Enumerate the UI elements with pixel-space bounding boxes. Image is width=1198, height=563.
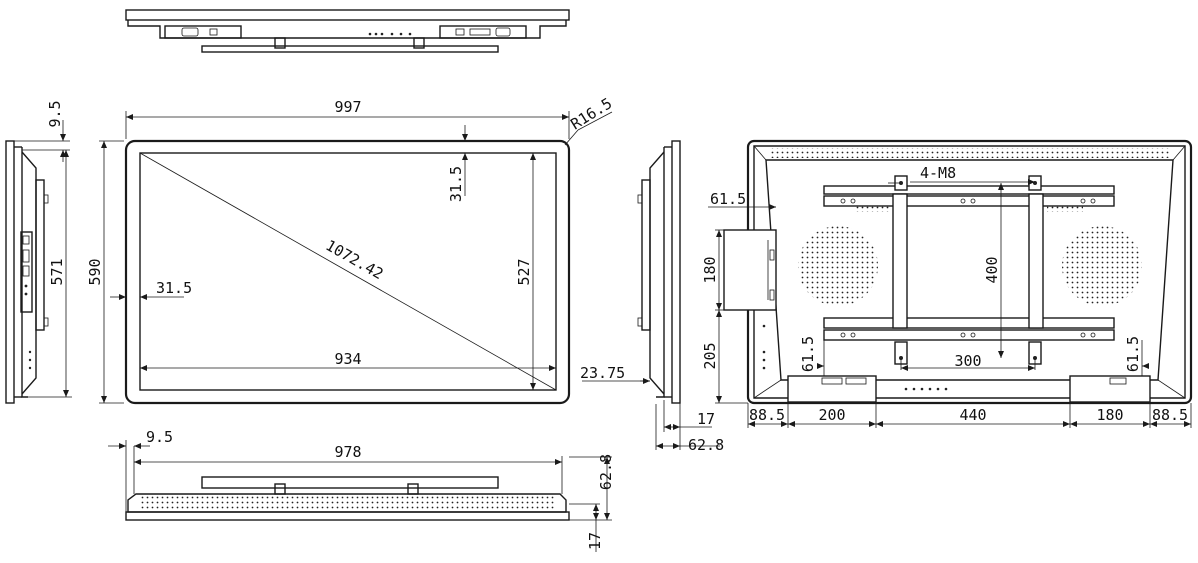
dim-bottom-offset: 9.5 (146, 428, 173, 446)
dim-side-height: 571 (48, 258, 66, 285)
dim-rear-1: 88.5 (749, 406, 785, 424)
dim-rear-top-offset: 61.5 (710, 190, 746, 208)
dim-rear-3: 440 (959, 406, 986, 424)
dim-rear-2: 200 (818, 406, 845, 424)
dim-rear-left-height: 180 (701, 256, 719, 283)
top-view (125, 9, 570, 53)
dim-rear-inner-right: 61.5 (1124, 336, 1142, 372)
dim-overall-height: 590 (86, 258, 104, 285)
dim-side-bezel: 23.75 (580, 364, 625, 382)
dim-diagonal: 1072.42 (323, 236, 387, 283)
dim-rear-4: 180 (1096, 406, 1123, 424)
top-port-dots (368, 32, 412, 36)
front-view (99, 111, 613, 405)
dim-rear-5: 88.5 (1152, 406, 1188, 424)
dim-side-top: 9.5 (46, 100, 64, 127)
bottom-view (108, 440, 612, 552)
left-side-view (5, 120, 72, 404)
right-side-view (582, 140, 720, 450)
dim-vesa-horizontal: 300 (954, 352, 981, 370)
dim-inner-height: 527 (515, 258, 533, 285)
rear-view (708, 139, 1193, 428)
dim-side-depth-total: 62.8 (688, 436, 724, 454)
dim-inner-width: 934 (334, 350, 361, 368)
dim-bottom-depth: 62.8 (597, 454, 615, 490)
dim-side-depth: 17 (697, 410, 715, 428)
dim-bezel-top: 31.5 (447, 166, 465, 202)
dim-bottom-depth-small: 17 (586, 532, 604, 550)
dim-rear-left-low: 205 (701, 342, 719, 369)
dim-rear-inner-left: 61.5 (799, 336, 817, 372)
dim-corner-radius: R16.5 (567, 94, 615, 133)
dim-bezel-left: 31.5 (156, 279, 192, 297)
dim-vesa-vertical: 400 (983, 256, 1001, 283)
dim-vesa-screws: 4-M8 (920, 164, 956, 182)
dim-top-overall-width: 997 (334, 98, 361, 116)
dim-bottom-width: 978 (334, 443, 361, 461)
